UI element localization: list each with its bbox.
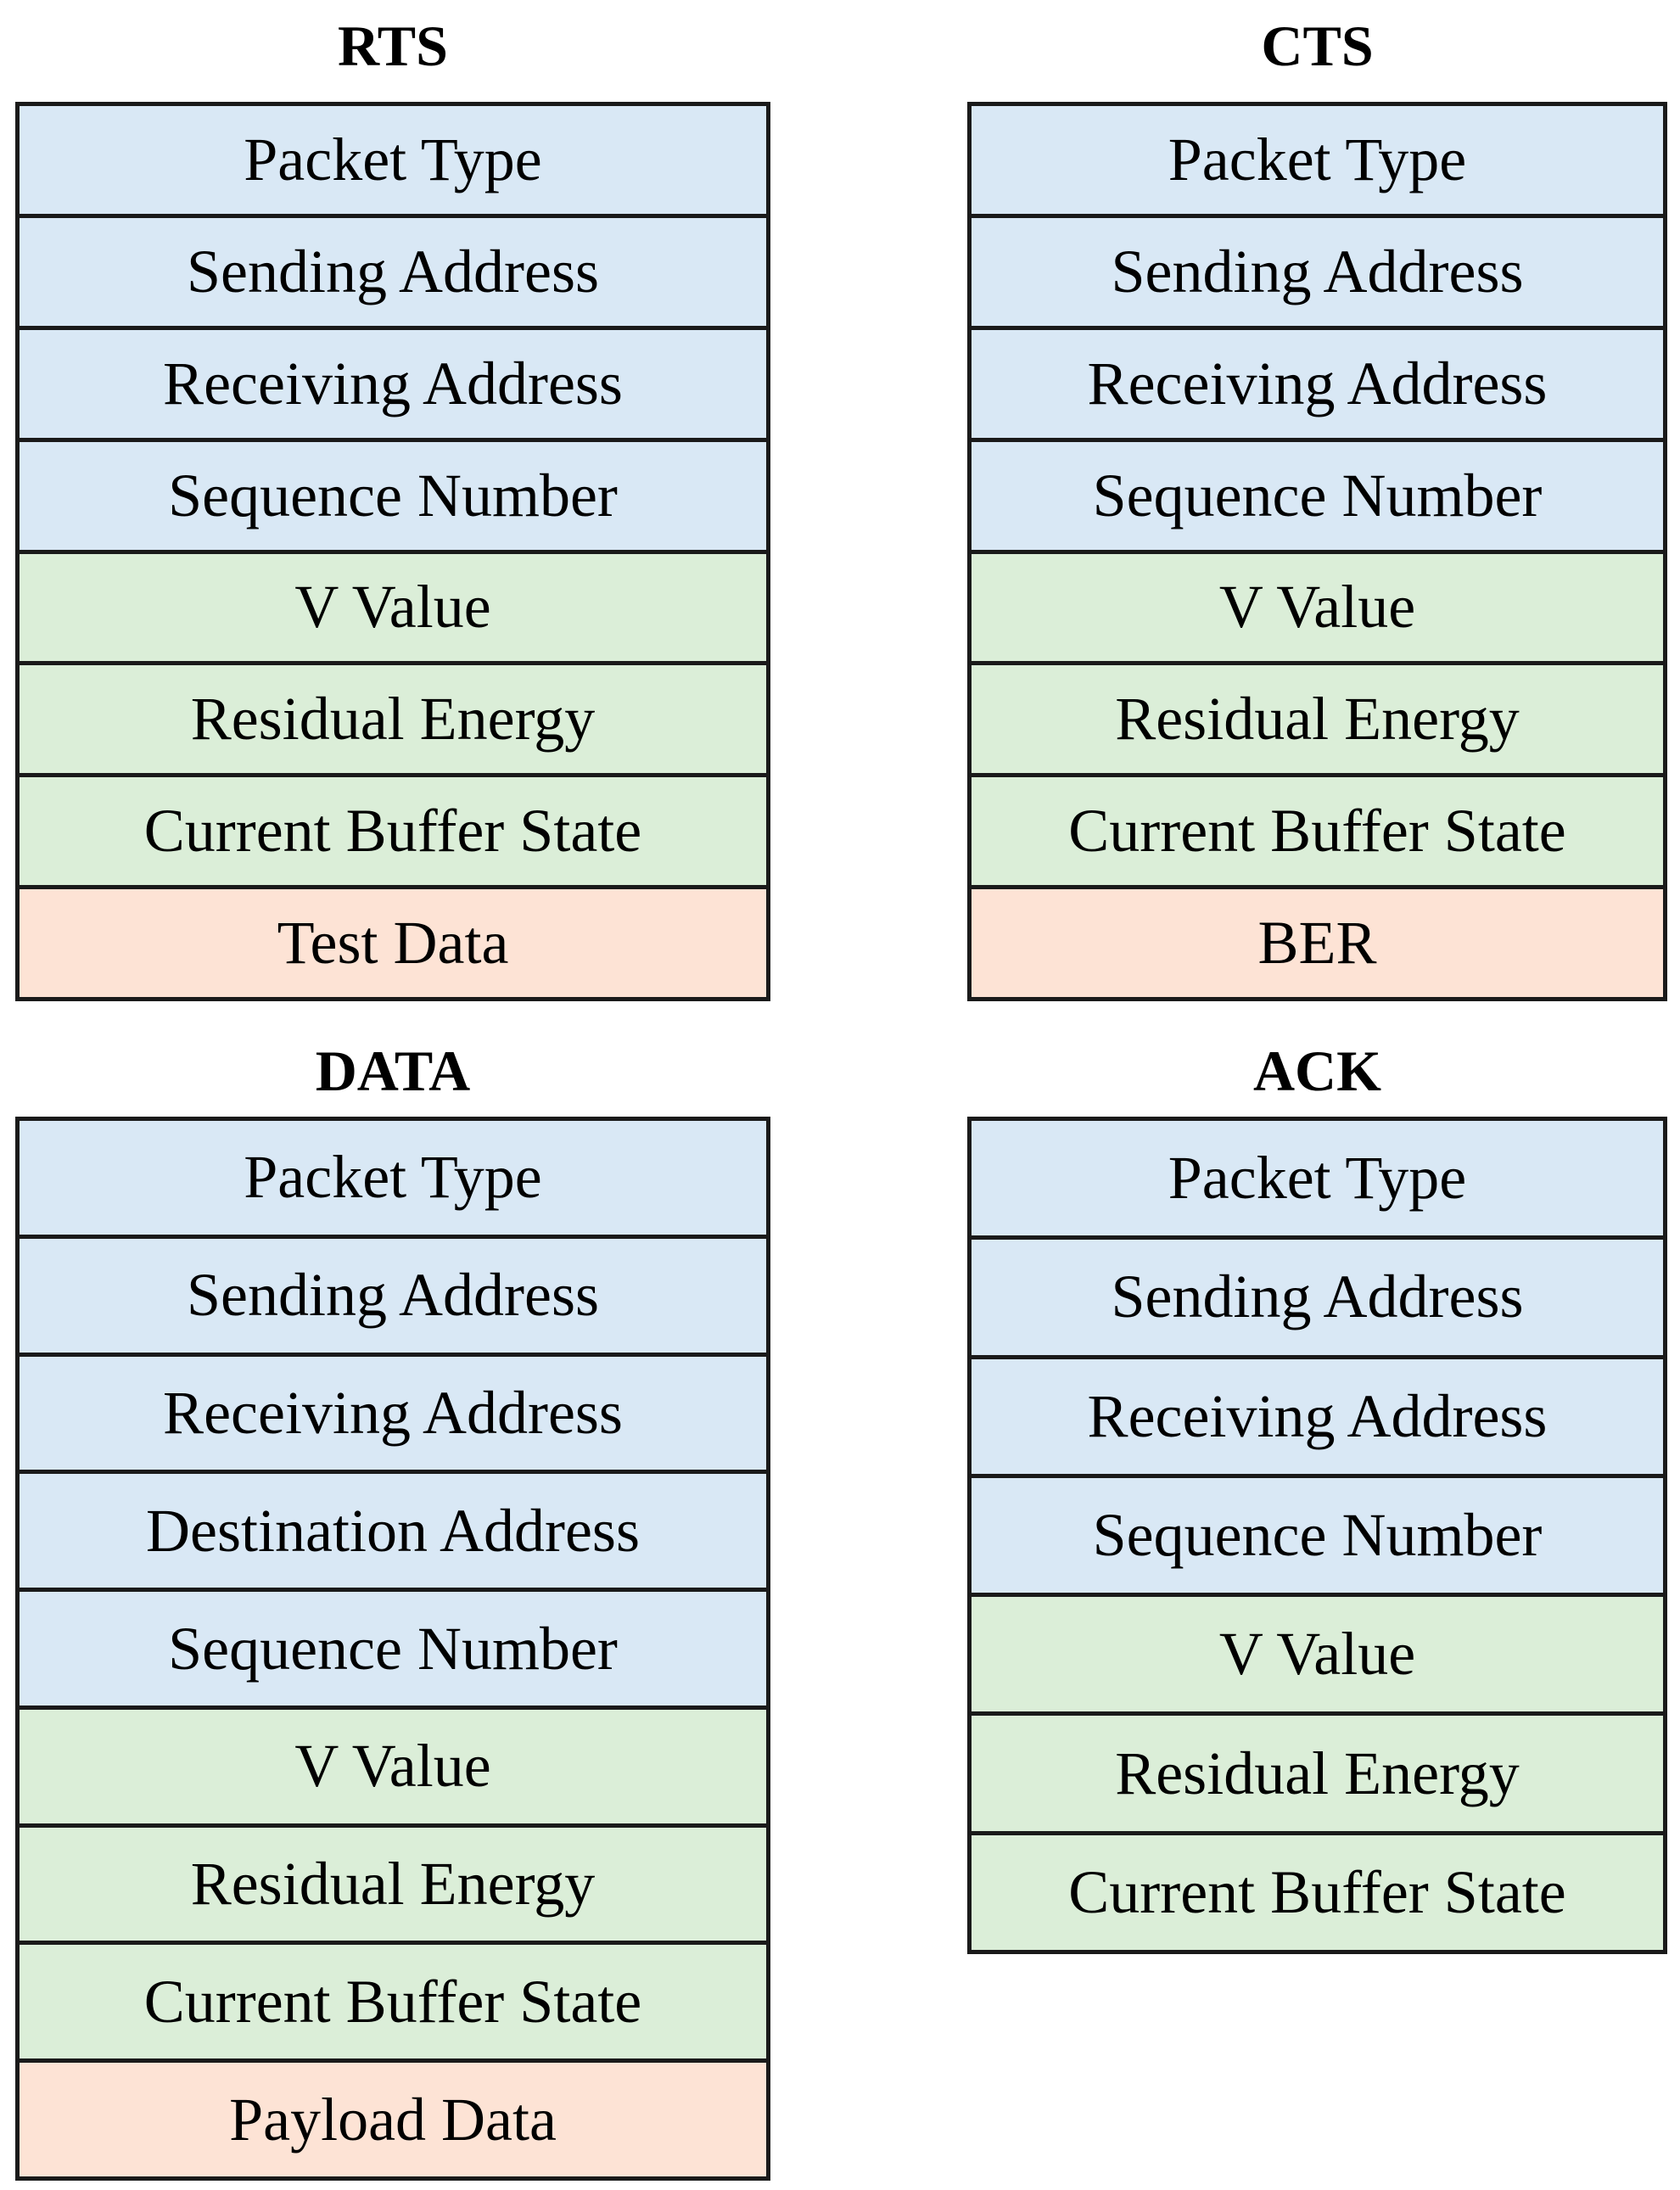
- ack-packet-title: ACK: [1252, 1039, 1382, 1103]
- field-sending-address: Sending Address: [972, 1235, 1663, 1355]
- field-current-buffer-state: Current Buffer State: [20, 773, 766, 886]
- field-sending-address: Sending Address: [20, 1234, 766, 1353]
- field-receiving-address: Receiving Address: [20, 1352, 766, 1470]
- field-receiving-address: Receiving Address: [20, 325, 766, 438]
- rts-packet-title: RTS: [338, 14, 448, 78]
- field-residual-energy: Residual Energy: [20, 661, 766, 774]
- data-packet-title: DATA: [315, 1039, 471, 1103]
- field-residual-energy: Residual Energy: [972, 1711, 1663, 1831]
- field-residual-energy: Residual Energy: [972, 661, 1663, 774]
- field-v-value: V Value: [972, 1593, 1663, 1712]
- field-receiving-address: Receiving Address: [972, 1354, 1663, 1474]
- field-sending-address: Sending Address: [20, 213, 766, 326]
- field-residual-energy: Residual Energy: [20, 1823, 766, 1941]
- field-current-buffer-state: Current Buffer State: [20, 1941, 766, 2059]
- field-packet-type: Packet Type: [972, 1121, 1663, 1236]
- field-packet-type: Packet Type: [20, 106, 766, 214]
- field-payload-data: Payload Data: [20, 2058, 766, 2177]
- field-sequence-number: Sequence Number: [972, 1473, 1663, 1593]
- field-current-buffer-state: Current Buffer State: [972, 773, 1663, 886]
- field-v-value: V Value: [20, 1705, 766, 1823]
- field-packet-type: Packet Type: [972, 106, 1663, 214]
- field-ber: BER: [972, 885, 1663, 997]
- cts-packet-title: CTS: [1261, 14, 1374, 78]
- field-current-buffer-state: Current Buffer State: [972, 1830, 1663, 1950]
- field-receiving-address: Receiving Address: [972, 325, 1663, 438]
- field-destination-address: Destination Address: [20, 1470, 766, 1588]
- field-v-value: V Value: [972, 549, 1663, 662]
- field-sending-address: Sending Address: [972, 213, 1663, 326]
- field-packet-type: Packet Type: [20, 1121, 766, 1235]
- field-sequence-number: Sequence Number: [20, 437, 766, 550]
- field-test-data: Test Data: [20, 885, 766, 997]
- field-sequence-number: Sequence Number: [20, 1588, 766, 1706]
- field-v-value: V Value: [20, 549, 766, 662]
- field-sequence-number: Sequence Number: [972, 437, 1663, 550]
